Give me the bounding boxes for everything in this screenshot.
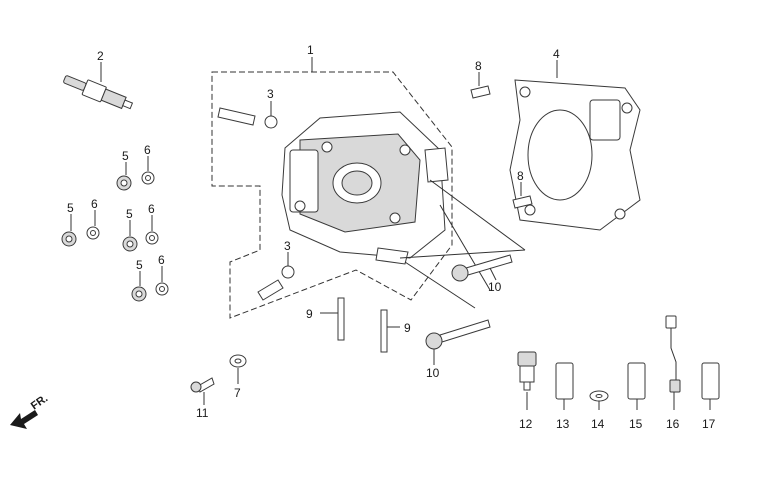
- callout-3-lower: 3: [284, 239, 291, 253]
- callout-12: 12: [519, 417, 533, 431]
- callout-14: 14: [591, 417, 605, 431]
- bolt-11: [190, 377, 215, 393]
- spark-plug: [63, 75, 134, 110]
- callout-9-left: 9: [306, 307, 313, 321]
- sleeve-17: [701, 362, 720, 400]
- nut-5-b: [61, 231, 77, 247]
- callout-9-right: 9: [404, 321, 411, 335]
- callout-17: 17: [702, 417, 716, 431]
- washer-6-b: [86, 226, 100, 240]
- callout-6-b: 6: [91, 197, 98, 211]
- washer-7: [229, 354, 247, 368]
- cylinder-head-gasket: [509, 79, 641, 231]
- valve-guide-upper: [217, 107, 278, 129]
- callout-2: 2: [97, 49, 104, 63]
- callout-6-a: 6: [144, 143, 151, 157]
- temperature-sensor: [517, 351, 537, 391]
- callout-11: 11: [196, 406, 209, 420]
- callout-3-upper: 3: [267, 87, 274, 101]
- stud-9-left: [337, 297, 345, 341]
- washer-6-c: [145, 231, 159, 245]
- callout-4: 4: [553, 47, 560, 61]
- callout-16: 16: [666, 417, 680, 431]
- callout-5-c: 5: [126, 207, 133, 221]
- sleeve-15: [627, 362, 646, 400]
- bolt-10-lower: [425, 319, 491, 350]
- dowel-pin-upper: [470, 85, 491, 99]
- nut-5-c: [122, 236, 138, 252]
- washer-6-a: [141, 171, 155, 185]
- bolt-10-upper: [451, 254, 513, 282]
- cylinder-head: [281, 111, 449, 265]
- callout-8-upper: 8: [475, 59, 482, 73]
- sleeve-13: [555, 362, 574, 400]
- washer-14: [589, 390, 609, 402]
- callout-5-a: 5: [122, 149, 129, 163]
- callout-5-d: 5: [136, 258, 143, 272]
- front-direction-label: FR.: [29, 392, 50, 412]
- callout-15: 15: [629, 417, 643, 431]
- stud-9-right: [380, 309, 388, 353]
- callout-13: 13: [556, 417, 570, 431]
- sensor-16: [665, 315, 681, 393]
- front-direction-arrow-icon: [10, 410, 38, 429]
- dowel-pin-lower: [512, 195, 533, 209]
- callout-6-d: 6: [158, 253, 165, 267]
- nut-5-a: [116, 175, 132, 191]
- nut-5-d: [131, 286, 147, 302]
- washer-6-d: [155, 282, 169, 296]
- callout-5-b: 5: [67, 201, 74, 215]
- valve-guide-lower: [257, 265, 295, 301]
- callout-10-upper: 10: [488, 280, 502, 294]
- callout-10-lower: 10: [426, 366, 440, 380]
- callout-1: 1: [307, 43, 314, 57]
- callout-6-c: 6: [148, 202, 155, 216]
- callout-7: 7: [234, 386, 241, 400]
- callout-8-lower: 8: [517, 169, 524, 183]
